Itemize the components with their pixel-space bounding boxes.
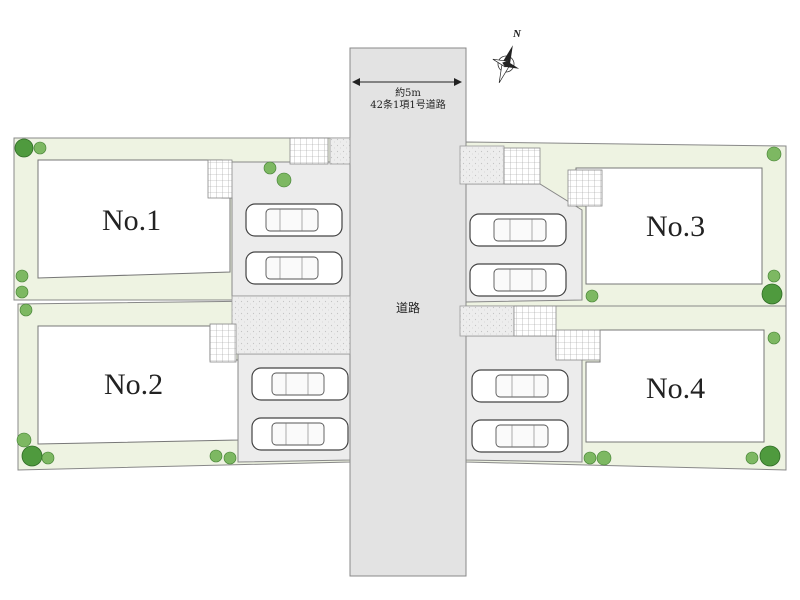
lot-label-1: No.1 (102, 204, 162, 237)
car (469, 263, 567, 297)
road-width-label: 約5m 42条1項1号道路 (350, 88, 466, 112)
entrance-steps-3 (567, 169, 603, 207)
lot-label-2: No.2 (104, 368, 164, 401)
entrance-steps-1 (207, 159, 233, 199)
road-type-text: 42条1項1号道路 (370, 100, 446, 111)
car (251, 367, 349, 401)
car (245, 203, 343, 237)
lot-label-4: No.4 (646, 372, 706, 405)
road-label: 道路 (396, 301, 421, 315)
gravel-strip-east (459, 305, 515, 337)
car (471, 419, 569, 453)
car (245, 251, 343, 285)
entrance-steps-4b (555, 329, 601, 361)
lot-label-3: No.3 (646, 210, 706, 243)
gravel-strip-ne (459, 145, 505, 185)
entrance-steps-2 (209, 323, 237, 363)
entrance-steps-3b (503, 147, 541, 185)
north-label: N (513, 28, 521, 40)
tree (14, 138, 783, 467)
north-compass-icon (492, 45, 520, 83)
road-width-text: 約5m (395, 88, 421, 99)
entrance-steps-4 (513, 305, 557, 337)
car (471, 369, 569, 403)
road (349, 47, 467, 577)
car (251, 417, 349, 451)
house-footprint-4 (585, 329, 765, 443)
entrance-steps-1b (289, 137, 329, 165)
road-width-arrow (352, 78, 462, 86)
car (469, 213, 567, 247)
gravel-strip-nw (329, 137, 351, 165)
gravel-strip-west (231, 295, 351, 355)
